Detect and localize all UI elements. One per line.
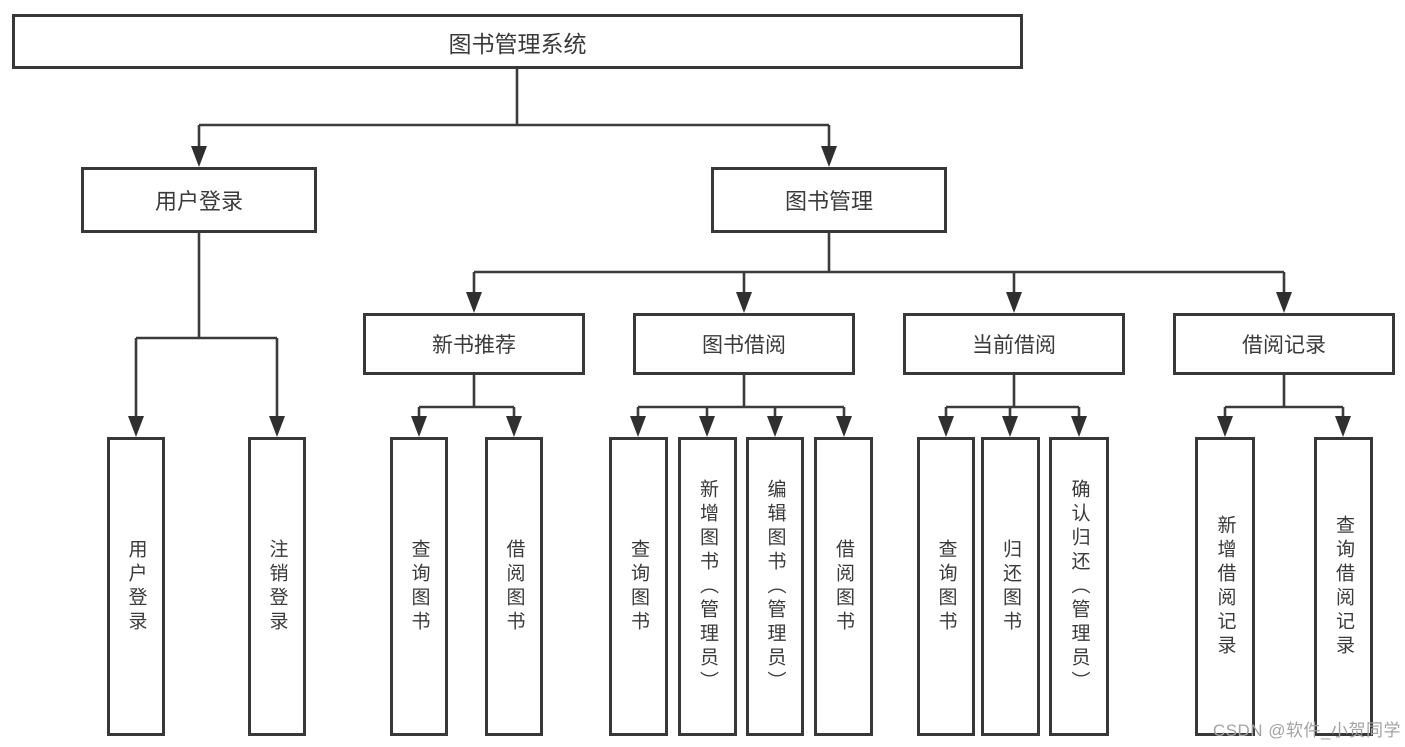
node-book-management-branch-label: 图书管理 [784, 189, 873, 214]
node-borrow-record-label: 借阅记录 [1242, 334, 1326, 357]
node-new-book-recommend-label: 新书推荐 [432, 334, 516, 357]
leaf-current-confirm-return-admin-label: 确认归还（管理员） [1068, 478, 1090, 695]
node-book-borrow: 图书借阅 [633, 313, 855, 375]
leaf-current-query-books: 查询图书 [917, 437, 975, 736]
watermark: CSDN @软件_小贺同学 [1212, 721, 1401, 740]
leaf-newbook-borrow-books-label: 借阅图书 [503, 538, 525, 635]
node-user-login-branch: 用户登录 [81, 167, 317, 233]
leaf-borrow-query-books: 查询图书 [609, 437, 668, 736]
leaf-user-login-label: 用户登录 [125, 538, 147, 635]
leaf-current-query-books-label: 查询图书 [935, 538, 957, 635]
node-current-borrow: 当前借阅 [903, 313, 1125, 375]
leaf-borrow-borrow-books: 借阅图书 [814, 437, 873, 736]
node-root-system: 图书管理系统 [12, 14, 1023, 69]
leaf-borrow-add-books-admin: 新增图书（管理员） [678, 437, 737, 736]
leaf-newbook-query-books-label: 查询图书 [408, 538, 430, 635]
leaf-borrow-edit-books-admin-label: 编辑图书（管理员） [764, 478, 786, 695]
node-root-system-label: 图书管理系统 [448, 30, 587, 57]
node-new-book-recommend: 新书推荐 [363, 313, 585, 375]
node-book-management-branch: 图书管理 [711, 167, 947, 233]
leaf-record-query-borrow-record: 查询借阅记录 [1314, 437, 1373, 736]
leaf-newbook-borrow-books: 借阅图书 [485, 437, 543, 736]
leaf-user-login: 用户登录 [107, 437, 165, 736]
node-borrow-record: 借阅记录 [1173, 313, 1395, 375]
leaf-current-confirm-return-admin: 确认归还（管理员） [1049, 437, 1109, 736]
leaf-logout: 注销登录 [248, 437, 306, 736]
leaf-newbook-query-books: 查询图书 [390, 437, 448, 736]
leaf-record-add-borrow-record: 新增借阅记录 [1195, 437, 1255, 736]
leaf-record-query-borrow-record-label: 查询借阅记录 [1333, 514, 1354, 659]
leaf-current-return-books-label: 归还图书 [1000, 538, 1021, 635]
leaf-borrow-borrow-books-label: 借阅图书 [833, 538, 854, 635]
leaf-logout-label: 注销登录 [266, 538, 288, 635]
leaf-borrow-add-books-admin-label: 新增图书（管理员） [697, 478, 718, 695]
node-current-borrow-label: 当前借阅 [972, 334, 1056, 357]
leaf-borrow-edit-books-admin: 编辑图书（管理员） [746, 437, 804, 736]
leaf-record-add-borrow-record-label: 新增借阅记录 [1214, 514, 1236, 659]
node-user-login-branch-label: 用户登录 [154, 189, 243, 214]
leaf-current-return-books: 归还图书 [981, 437, 1040, 736]
node-book-borrow-label: 图书借阅 [702, 334, 786, 357]
leaf-borrow-query-books-label: 查询图书 [628, 538, 649, 635]
